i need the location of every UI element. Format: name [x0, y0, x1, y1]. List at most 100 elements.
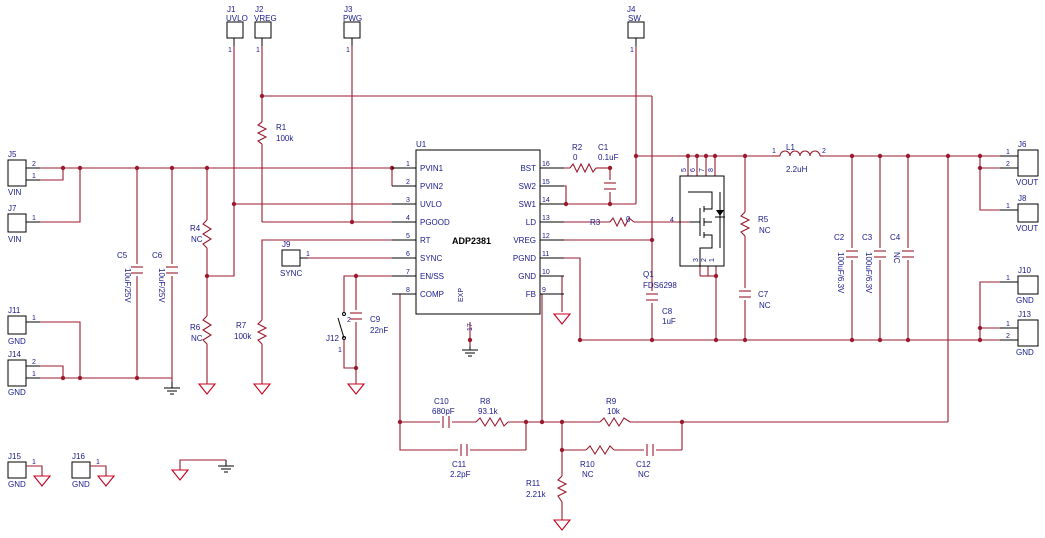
resistor-r5	[739, 211, 751, 237]
j1-label: UVLO	[226, 14, 248, 23]
j14-label: GND	[8, 388, 26, 397]
l1-p2: 2	[822, 148, 826, 155]
c9-ref: C9	[370, 315, 381, 324]
c7-ref: C7	[758, 290, 769, 299]
j8-p1: 1	[1006, 203, 1010, 210]
c4-ref: C4	[890, 233, 901, 242]
c1-ref: C1	[598, 143, 609, 152]
ic-pin-number: 8	[406, 287, 410, 294]
ground-c9-icon	[346, 383, 366, 395]
j4-ref: J4	[627, 5, 636, 14]
r4-value: NC	[191, 235, 203, 244]
r5-ref: R5	[758, 215, 769, 224]
j5-p1: 2	[32, 161, 36, 168]
ic-pin-number: 7	[406, 269, 410, 276]
ground-symbols	[32, 313, 572, 531]
ground-exp-icon	[462, 346, 478, 357]
ground-gnd-pin-icon	[552, 313, 572, 325]
l1-p1: 1	[772, 148, 776, 155]
ic-pin-number: 2	[406, 179, 410, 186]
ic-pin-name: COMP	[420, 290, 444, 299]
r10-value: NC	[582, 470, 594, 479]
ic-pin-name: VREG	[513, 236, 536, 245]
resistor-r7	[256, 319, 268, 345]
j15-label: GND	[8, 480, 26, 489]
capacitor-c12	[646, 444, 654, 456]
q1-ref: Q1	[643, 270, 654, 279]
connectors: J1 UVLO 1 J2 VREG 1 J3 PWG 1 J4 SW 1 J5 …	[7, 5, 1039, 489]
ic-pin-number: 4	[406, 215, 410, 222]
resistor-r10	[585, 444, 615, 456]
ic-pin-number: 1	[406, 161, 410, 168]
jack-j16	[71, 461, 91, 479]
c12-value: NC	[638, 470, 650, 479]
j9-pin: 1	[306, 251, 310, 258]
ic-pin-name: PGND	[513, 254, 536, 263]
j16-p1: 1	[96, 459, 100, 466]
c8-ref: C8	[662, 307, 673, 316]
j4-label: SW	[628, 14, 641, 23]
j11-ref: J11	[8, 306, 21, 315]
c12-ref: C12	[636, 460, 651, 469]
c2-ref: C2	[834, 233, 845, 242]
ic-pin-name: LD	[526, 218, 536, 227]
r9-ref: R9	[606, 397, 617, 406]
c10-value: 680pF	[432, 407, 455, 416]
q1-value: FDS6298	[643, 281, 677, 290]
jack-j6	[1017, 149, 1039, 177]
j12-p1: 1	[338, 347, 342, 354]
capacitor-c4	[902, 250, 914, 258]
ic-pin-number: 11	[542, 251, 549, 258]
r2-ref: R2	[572, 143, 583, 152]
ground-j16-icon	[96, 475, 116, 487]
ic-pin-number: 6	[406, 251, 410, 258]
r7-value: 100k	[234, 332, 252, 341]
r1-ref: R1	[276, 123, 287, 132]
ic-pin-name: BST	[520, 164, 536, 173]
q1-s2: 2	[701, 258, 708, 262]
mosfet-q1: Q1 FDS6298 4 5 6 7 8 3 2 1	[643, 168, 725, 290]
capacitor-c2	[846, 250, 858, 258]
j14-ref: J14	[8, 350, 21, 359]
j2-pin: 1	[256, 47, 260, 54]
c11-ref: C11	[452, 460, 467, 469]
j2-ref: J2	[255, 5, 264, 14]
ic-pin-name: PVIN2	[420, 182, 444, 191]
r11-ref: R11	[526, 479, 541, 488]
capacitor-c5	[131, 266, 143, 274]
q1-d8: 8	[708, 168, 715, 172]
c8-value: 1uF	[662, 317, 676, 326]
ic-pin-number: 9	[542, 287, 546, 294]
j12-p2: 2	[347, 317, 351, 324]
ground-chassis-icon	[164, 382, 180, 395]
capacitor-c6	[166, 266, 178, 274]
resistor-r9	[599, 416, 631, 428]
ic-pin-name: SW2	[519, 182, 537, 191]
j8-ref: J8	[1018, 194, 1027, 203]
jack-j8	[1017, 203, 1039, 223]
c2-value: 100uF/6.3V	[836, 252, 845, 294]
j3-label: PWG	[343, 14, 362, 23]
ground-j15-icon	[32, 475, 52, 487]
ic-pin-name: RT	[420, 236, 431, 245]
r3-ref: R3	[590, 218, 601, 227]
resistor-r2	[569, 162, 597, 174]
j3-pin: 1	[346, 47, 350, 54]
j5-label: VIN	[8, 188, 22, 197]
j15-ref: J15	[8, 452, 21, 461]
r8-value: 93.1k	[478, 407, 499, 416]
junctions	[60, 93, 983, 453]
ic-pin-number: 5	[406, 233, 410, 240]
ic-pin-number: 14	[542, 197, 550, 204]
j13-ref: J13	[1018, 310, 1031, 319]
resistor-r4	[201, 219, 213, 249]
j9-label: SYNC	[280, 269, 302, 278]
ground-r11-icon	[552, 519, 572, 531]
r6-value: NC	[191, 334, 203, 343]
r5-value: NC	[759, 226, 771, 235]
c9-value: 22nF	[370, 326, 388, 335]
l1-value: 2.2uH	[786, 165, 808, 174]
ground-r6-icon	[197, 383, 217, 395]
c1-value: 0.1uF	[598, 153, 619, 162]
j3-ref: J3	[344, 5, 353, 14]
